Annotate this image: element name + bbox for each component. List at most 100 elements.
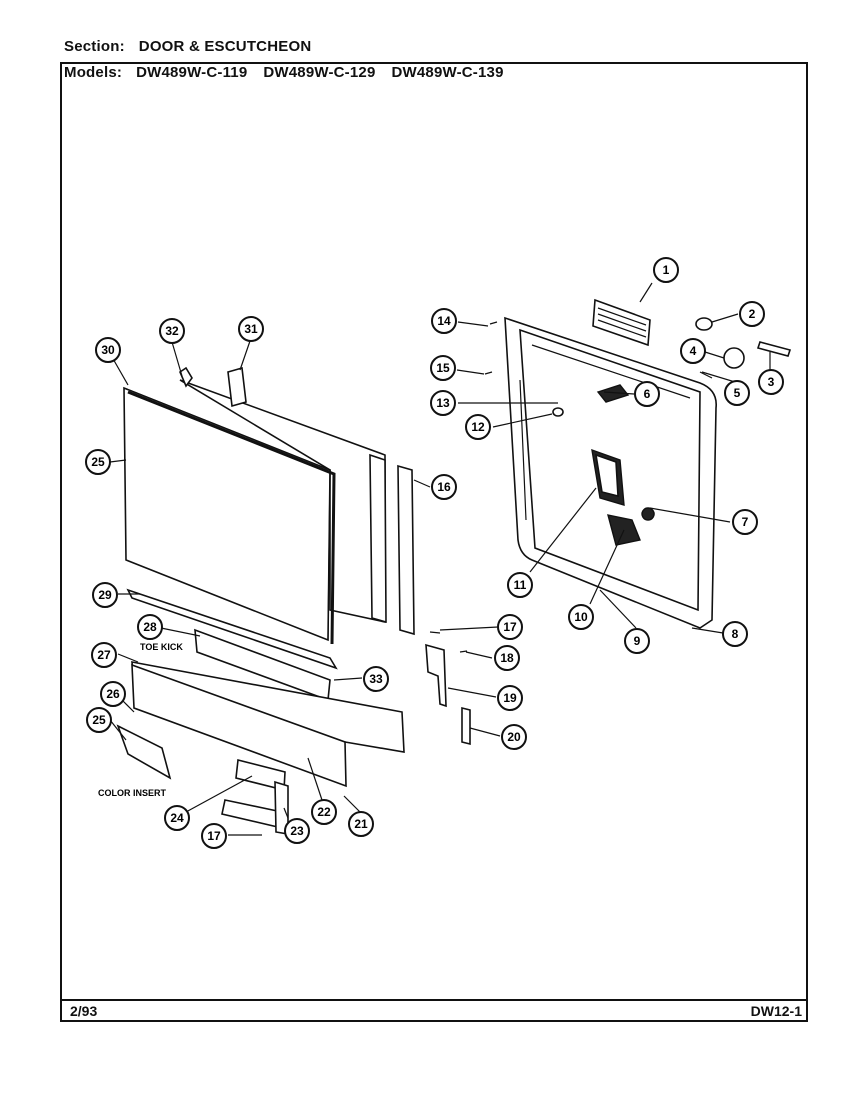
section-header: Section:DOOR & ESCUTCHEON [64,38,311,55]
callout-circle [100,681,126,707]
callout-circle [758,369,784,395]
callout-number: 25 [91,455,105,469]
callout-number: 33 [369,672,383,686]
models-header: Models: DW489W-C-119 DW489W-C-129 DW489W-C-… [64,64,520,81]
revision-date: 2/93 [70,1003,98,1019]
callout-3: 3 [758,369,784,395]
callout-7: 7 [732,509,758,535]
callout-13: 13 [430,390,456,416]
page-code: DW12-1 [750,1003,802,1019]
callout-1: 1 [653,257,679,283]
small-hardware [484,317,792,379]
callout-25: 25 [86,707,112,733]
callout-22: 22 [311,799,337,825]
callout-circle [430,390,456,416]
callout-4: 4 [680,338,706,364]
callout-18: 18 [494,645,520,671]
callout-circle [92,582,118,608]
callout-9: 9 [624,628,650,654]
callout-circle [465,414,491,440]
callout-number: 28 [143,620,157,634]
callout-leaders [109,282,771,836]
callout-15: 15 [430,355,456,381]
section-title: DOOR & ESCUTCHEON [138,38,312,55]
callout-circle [137,614,163,640]
callout-26: 26 [100,681,126,707]
callout-number: 32 [165,324,179,338]
callout-number: 19 [503,691,517,705]
models-label: Models: [64,64,123,81]
callout-number: 5 [734,386,741,400]
callout-circle [507,572,533,598]
callout-number: 1 [663,263,670,277]
callout-circle [159,318,185,344]
callout-11: 11 [507,572,533,598]
callout-number: 23 [290,824,304,838]
callout-number: 14 [437,314,451,328]
callout-layer: 1234567891011121314151617181920212223242… [85,257,784,849]
callout-6: 6 [634,381,660,407]
callout-number: 27 [97,648,111,662]
callout-circle [739,301,765,327]
callout-number: 10 [574,610,588,624]
callout-19: 19 [497,685,523,711]
callout-circle [431,474,457,500]
callout-number: 26 [106,687,120,701]
callout-circle [86,707,112,733]
callout-number: 9 [634,634,641,648]
callout-circle [724,380,750,406]
callout-number: 15 [436,361,450,375]
callout-circle [568,604,594,630]
callout-23: 23 [284,818,310,844]
footer-divider [60,999,808,1001]
callout-16: 16 [431,474,457,500]
callout-number: 30 [101,343,115,357]
callout-circle [680,338,706,364]
callout-number: 4 [690,344,697,358]
callout-31: 31 [238,316,264,342]
callout-circle [311,799,337,825]
callout-circle [431,308,457,334]
callout-30: 30 [95,337,121,363]
color-insert-label: COLOR INSERT [98,788,167,798]
callout-number: 6 [644,387,651,401]
callout-17: 17 [201,823,227,849]
callout-24: 24 [164,805,190,831]
callout-25: 25 [85,449,111,475]
callout-number: 8 [732,627,739,641]
side-trim [397,464,415,636]
callout-circle [732,509,758,535]
callout-circle [95,337,121,363]
callout-28: 28 [137,614,163,640]
callout-number: 17 [207,829,221,843]
callout-number: 11 [514,578,527,592]
callout-circle [497,685,523,711]
hinge-assembly [425,631,471,746]
outer-door-panel [123,366,387,645]
toe-kick-label: TOE KICK [140,642,183,652]
model-number: DW489W-C-129 [263,64,376,81]
callout-circle [653,257,679,283]
diagram-frame [60,62,808,1022]
callout-8: 8 [722,621,748,647]
model-number: DW489W-C-119 [136,64,248,81]
callout-circle [363,666,389,692]
callout-circle [284,818,310,844]
callout-2: 2 [739,301,765,327]
callout-circle [91,642,117,668]
callout-29: 29 [92,582,118,608]
callout-14: 14 [431,308,457,334]
callout-5: 5 [724,380,750,406]
callout-17: 17 [497,614,523,640]
callout-number: 21 [354,817,368,831]
callout-number: 22 [317,805,331,819]
callout-number: 12 [471,420,485,434]
model-number: DW489W-C-139 [391,64,504,81]
callout-number: 20 [507,730,521,744]
callout-number: 2 [749,307,756,321]
callout-number: 16 [437,480,451,494]
callout-number: 7 [742,515,749,529]
callout-number: 25 [92,713,106,727]
callout-number: 24 [170,811,184,825]
